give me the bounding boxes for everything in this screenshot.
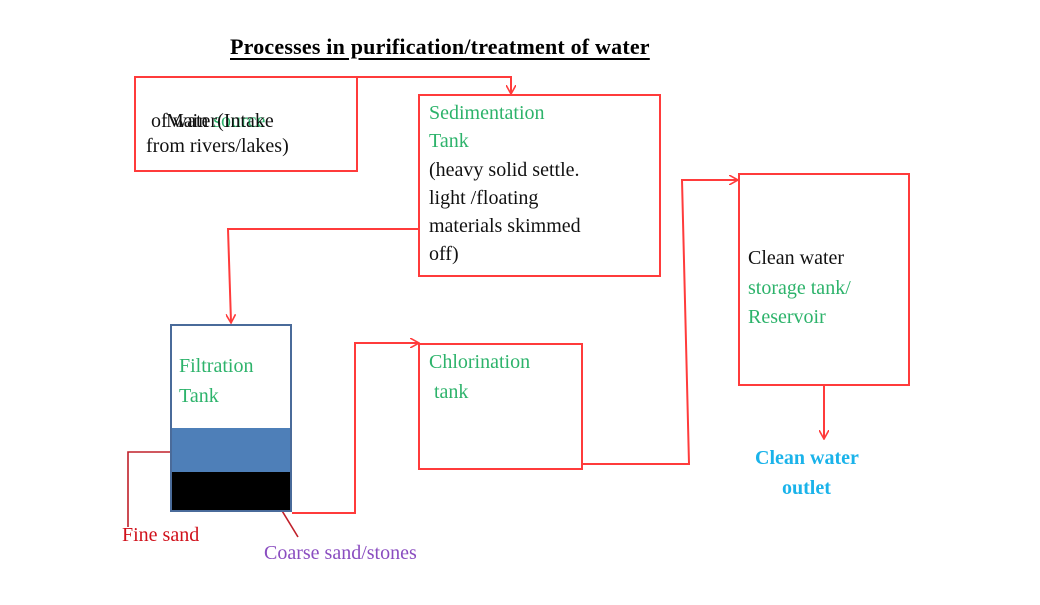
arrow-source-to-sedimentation xyxy=(357,76,511,93)
node-main-source: Main source of water(Intake from rivers/… xyxy=(134,76,358,172)
node-filtration-tank: Filtration Tank xyxy=(170,324,292,512)
outlet-label-line1: Clean water xyxy=(755,447,859,469)
sedimentation-title-line2: Tank xyxy=(429,130,469,152)
storage-label-line2: storage tank/ xyxy=(748,277,851,299)
coarse-sand-label: Coarse sand/stones xyxy=(264,542,417,564)
storage-label-line1: Clean water xyxy=(748,247,845,269)
filtration-title-line1: Filtration xyxy=(179,355,254,377)
chlorination-title-line2: tank xyxy=(429,381,469,403)
source-label-main: Main xyxy=(166,110,214,132)
sedimentation-title-line1: Sedimentation xyxy=(429,102,545,124)
chlorination-title-line1: Chlorination xyxy=(429,351,531,373)
pointer-fine-sand xyxy=(127,452,183,527)
node-chlorination-tank: Chlorination tank xyxy=(418,343,583,470)
arrow-sedimentation-to-filtration xyxy=(228,228,420,322)
node-sedimentation-tank: Sedimentation Tank (heavy solid settle. … xyxy=(418,94,661,277)
source-label-line2: of water(Intake xyxy=(146,110,274,132)
sedimentation-desc-line3: materials skimmed xyxy=(429,215,581,237)
sedimentation-desc-line2: light /floating xyxy=(429,187,539,209)
node-clean-water-storage: Clean water storage tank/ Reservoir xyxy=(738,173,910,386)
fine-sand-layer xyxy=(172,428,290,473)
source-label-line3: from rivers/lakes) xyxy=(146,135,289,157)
fine-sand-label: Fine sand xyxy=(122,524,200,546)
source-label-source: source xyxy=(213,110,266,132)
storage-label-line3: Reservoir xyxy=(748,306,826,328)
diagram-title: Processes in purification/treatment of w… xyxy=(230,34,650,59)
sedimentation-desc-line1: (heavy solid settle. xyxy=(429,159,580,181)
coarse-sand-layer xyxy=(172,472,290,510)
arrow-filtration-to-chlorination xyxy=(292,343,418,514)
sedimentation-desc-line4: off) xyxy=(429,243,459,265)
filtration-title-line2: Tank xyxy=(179,385,219,407)
arrow-chlorination-to-storage xyxy=(583,180,737,465)
outlet-label-line2: outlet xyxy=(782,477,831,499)
